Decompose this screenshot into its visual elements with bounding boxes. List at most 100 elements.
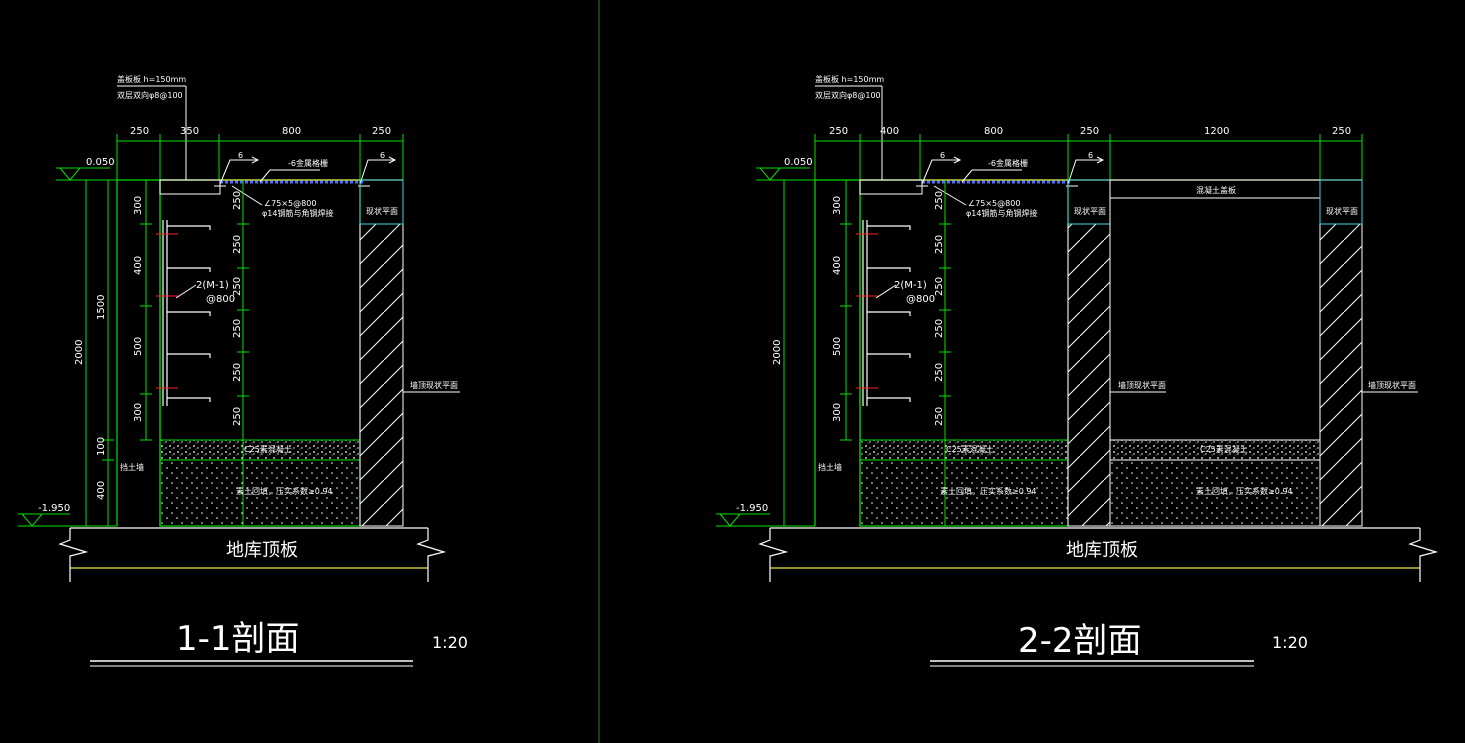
- section-mark-1: 6: [238, 151, 243, 160]
- section-mark-2: 6: [1088, 151, 1093, 160]
- top-dimension-chain: [116, 134, 404, 180]
- elev-top-label: 0.050: [86, 157, 115, 168]
- dim-100: 100: [96, 437, 107, 456]
- metal-grating: [916, 180, 1078, 187]
- bracket-spacing-dims: [840, 179, 852, 441]
- concrete-label-2: C25素混凝土: [1200, 444, 1248, 454]
- section-1-1: 盖板板 h=150mm 双层双向φ8@100 250 350 800 250 0…: [18, 74, 468, 667]
- elevation-marker-top: [756, 167, 815, 181]
- wall-finish-label-2: 墙顶现状平面: [1368, 380, 1416, 390]
- top-finish-label: 现状平面: [366, 206, 398, 216]
- dim-400: 400: [96, 481, 107, 500]
- ground-slab-label: 地库顶板: [226, 540, 298, 561]
- metal-grating: [214, 180, 370, 187]
- inner-dim-2: 250: [934, 235, 945, 254]
- bracket-label-1: 2(M-1): [196, 280, 229, 291]
- dim-1500: 1500: [96, 295, 107, 320]
- inner-dim-3: 250: [934, 277, 945, 296]
- inner-dim-1: 250: [232, 191, 243, 210]
- top-dim-1: 250: [130, 126, 149, 137]
- elev-bottom-label: -1.950: [736, 503, 768, 514]
- bracket-label-1: 2(M-1): [894, 280, 927, 291]
- section-title: 1-1剖面: [176, 619, 300, 659]
- steel-angle-label: ∠75×5@800: [264, 199, 316, 208]
- top-dim-6: 250: [1332, 126, 1351, 137]
- inner-dim-5: 250: [934, 363, 945, 382]
- elev-bottom-label: -1.950: [38, 503, 70, 514]
- cable-brackets: [162, 220, 211, 406]
- top-dim-3: 800: [984, 126, 1003, 137]
- top-dim-3: 800: [282, 126, 301, 137]
- section-2-2: 盖板板 h=150mm 双层双向φ8@100 250 400 800 250 1…: [716, 74, 1439, 667]
- top-dim-4: 250: [372, 126, 391, 137]
- section-cut-marker: [921, 156, 1105, 185]
- hatched-wall: [359, 223, 404, 527]
- bracket-spacing-dims: [140, 179, 152, 441]
- left-dim-300b: 300: [832, 403, 843, 422]
- left-dim-500: 500: [832, 337, 843, 356]
- elevation-marker-bottom: [18, 513, 117, 527]
- grating-label: -6金属格栅: [988, 158, 1028, 168]
- concrete-label: C25素混凝土: [244, 444, 292, 454]
- cable-brackets: [862, 220, 911, 406]
- dim-2000: 2000: [772, 340, 783, 365]
- top-dim-5: 1200: [1204, 126, 1229, 137]
- cover-slab: [859, 179, 923, 195]
- basement-roof-slab: [58, 527, 447, 582]
- left-dim-300b: 300: [133, 403, 144, 422]
- ground-slab-label: 地库顶板: [1066, 540, 1138, 561]
- dim-2000: 2000: [74, 340, 85, 365]
- elevation-marker-bottom: [716, 513, 815, 527]
- steel-angle-label: ∠75×5@800: [968, 199, 1020, 208]
- section-title: 2-2剖面: [1018, 621, 1142, 661]
- cover-slab: [159, 179, 221, 195]
- wall-cap-right: [1319, 179, 1363, 225]
- left-dim-300a: 300: [133, 196, 144, 215]
- anchor-bolts: [156, 233, 178, 389]
- section-mark-1: 6: [940, 151, 945, 160]
- basement-roof-slab: [758, 527, 1439, 582]
- backfill-soil-2: [1109, 459, 1321, 527]
- retaining-wall-label: 挡土墙: [120, 462, 144, 472]
- wall-cap: [359, 179, 404, 225]
- left-dim-300a: 300: [832, 196, 843, 215]
- bracket-label-2: @800: [206, 294, 235, 305]
- overall-height-dims: [778, 179, 812, 527]
- top-dim-2: 350: [180, 126, 199, 137]
- slab-note-line1: 盖板板 h=150mm: [815, 74, 884, 84]
- inner-dim-4: 250: [232, 319, 243, 338]
- inner-dim-4: 250: [934, 319, 945, 338]
- inner-dim-2: 250: [232, 235, 243, 254]
- section-scale: 1:20: [432, 633, 468, 652]
- hatched-wall-middle: [1067, 223, 1111, 527]
- soil-label: 素土回填，压实系数≥0.94: [940, 486, 1037, 496]
- section-mark-2: 6: [380, 151, 385, 160]
- section-scale: 1:20: [1272, 633, 1308, 652]
- top-dim-2: 400: [880, 126, 899, 137]
- top-finish-label-2: 现状平面: [1326, 206, 1358, 216]
- section-cut-marker: [219, 156, 397, 185]
- bracket-label-2: @800: [906, 294, 935, 305]
- grating-label: -6金属格栅: [288, 158, 328, 168]
- backfill-soil: [159, 459, 361, 527]
- soil-label: 素土回填，压实系数≥0.94: [236, 486, 333, 496]
- inner-dim-5: 250: [232, 363, 243, 382]
- hatched-wall-right: [1319, 223, 1363, 527]
- anchor-bolts: [856, 233, 878, 389]
- top-finish-label-1: 现状平面: [1074, 206, 1106, 216]
- slab-note-line1: 盖板板 h=150mm: [117, 74, 186, 84]
- slab-note-line2: 双层双向φ8@100: [815, 90, 881, 100]
- concrete-label: C25素混凝土: [946, 444, 994, 454]
- soil-label-2: 素土回填，压实系数≥0.94: [1196, 486, 1293, 496]
- top-dim-4: 250: [1080, 126, 1099, 137]
- inner-dim-6: 250: [232, 407, 243, 426]
- retaining-wall-label: 挡土墙: [818, 462, 842, 472]
- left-dim-500: 500: [133, 337, 144, 356]
- slab-label: 混凝土盖板: [1196, 185, 1236, 195]
- wall-finish-label: 墙顶现状平面: [410, 380, 458, 390]
- wall-cap-middle: [1067, 179, 1111, 225]
- overall-height-dims: [80, 179, 114, 527]
- steel-weld-label: φ14钢筋与角钢焊接: [966, 208, 1037, 218]
- slab-note-line2: 双层双向φ8@100: [117, 90, 183, 100]
